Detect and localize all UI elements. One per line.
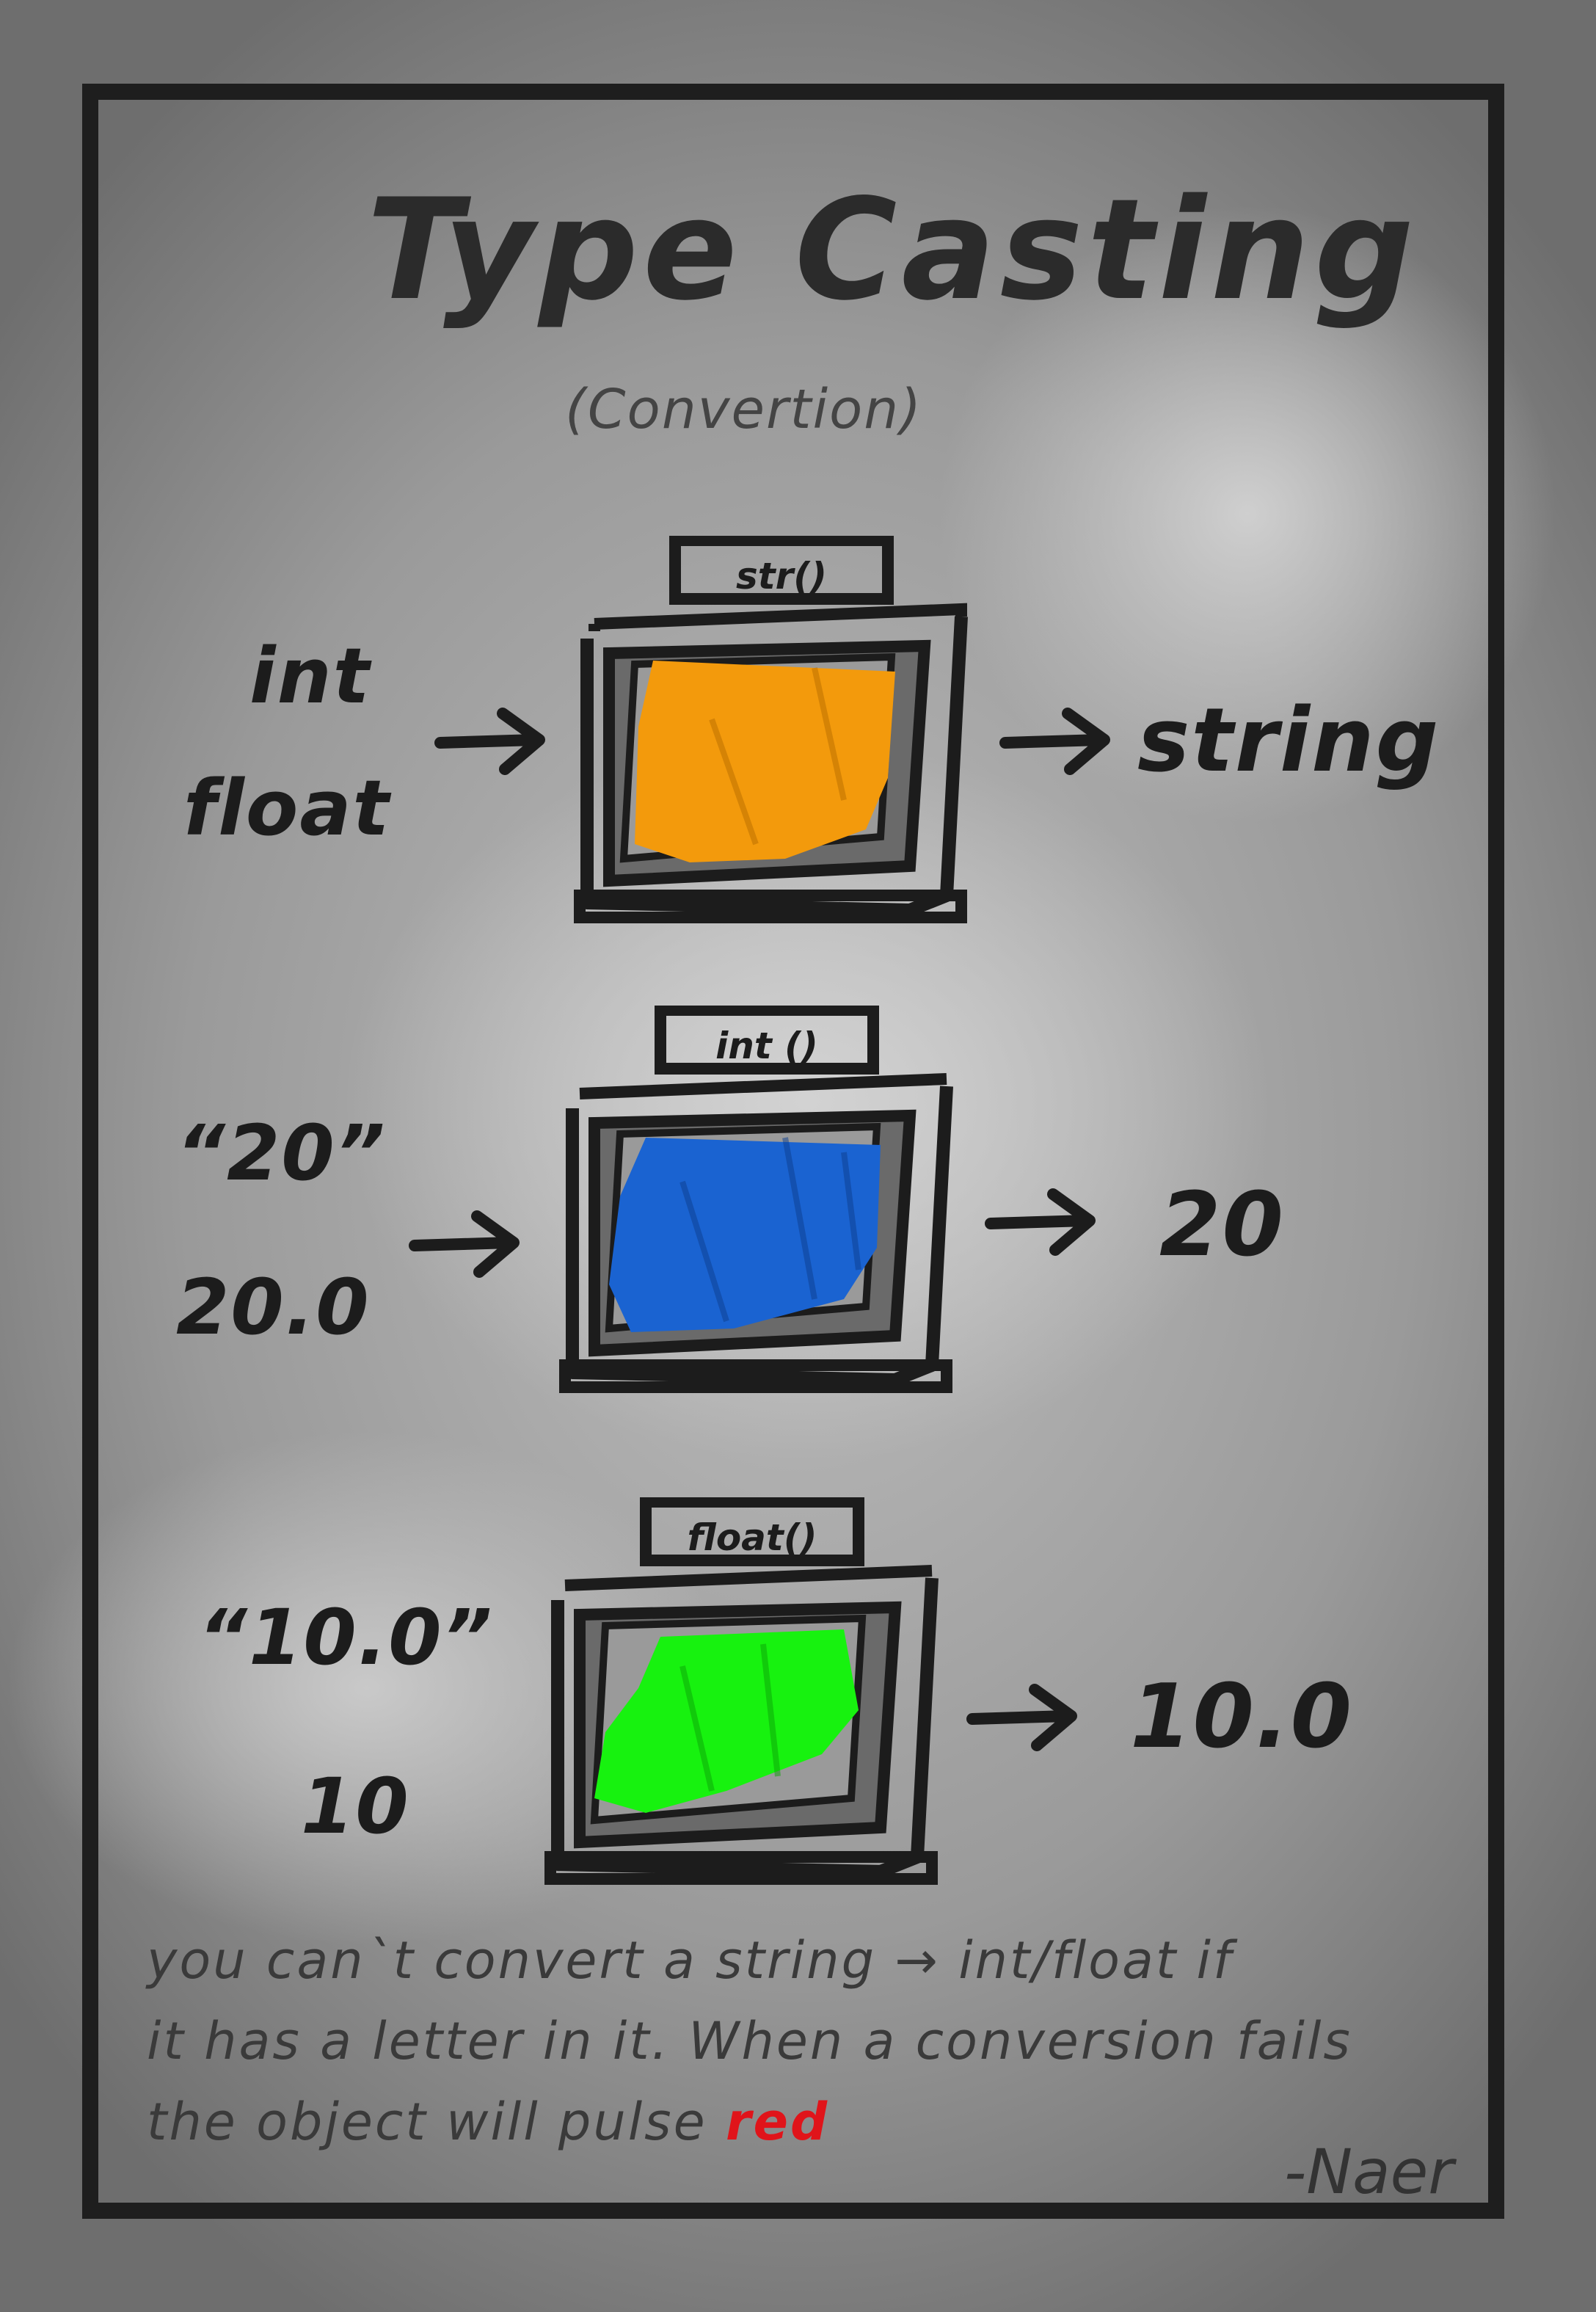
machine-label: float() (687, 1516, 817, 1559)
input-quoted-20: “20” (176, 1108, 387, 1198)
poster-frame (82, 84, 1504, 2219)
artist-signature: -Naer (1284, 2136, 1454, 2208)
output-string: string (1137, 690, 1440, 792)
arrow-right-icon (985, 1188, 1096, 1256)
int-converter-machine: int () (550, 1006, 976, 1395)
str-converter-machine: str() (565, 536, 991, 925)
input-10: 10 (301, 1762, 410, 1851)
output-20: 20 (1159, 1174, 1285, 1276)
input-quoted-10-point-0: “10.0” (198, 1593, 494, 1682)
machine-label: int () (715, 1025, 818, 1067)
arrow-right-icon (434, 708, 545, 775)
note-line-1: you can`t convert a string → int/float i… (147, 1930, 1234, 1991)
output-10-point-0: 10.0 (1130, 1666, 1354, 1768)
arrow-right-icon (966, 1684, 1077, 1751)
input-int: int (249, 631, 371, 721)
input-20-point-0: 20.0 (176, 1262, 371, 1352)
note-line-3-text: the object will pulse (147, 2092, 707, 2152)
note-line-2: it has a letter in it. When a conversion… (147, 2011, 1352, 2071)
page-subtitle: (Convertion) (565, 378, 923, 441)
machine-label: str() (735, 555, 828, 597)
note-line-3: the object will pulse red (147, 2092, 829, 2152)
note-highlight-red: red (725, 2092, 830, 2152)
input-float: float (183, 763, 391, 853)
page-title: Type Casting (367, 169, 1418, 331)
float-converter-machine: float() (536, 1497, 961, 1886)
arrow-right-icon (409, 1210, 520, 1278)
arrow-right-icon (999, 708, 1110, 775)
